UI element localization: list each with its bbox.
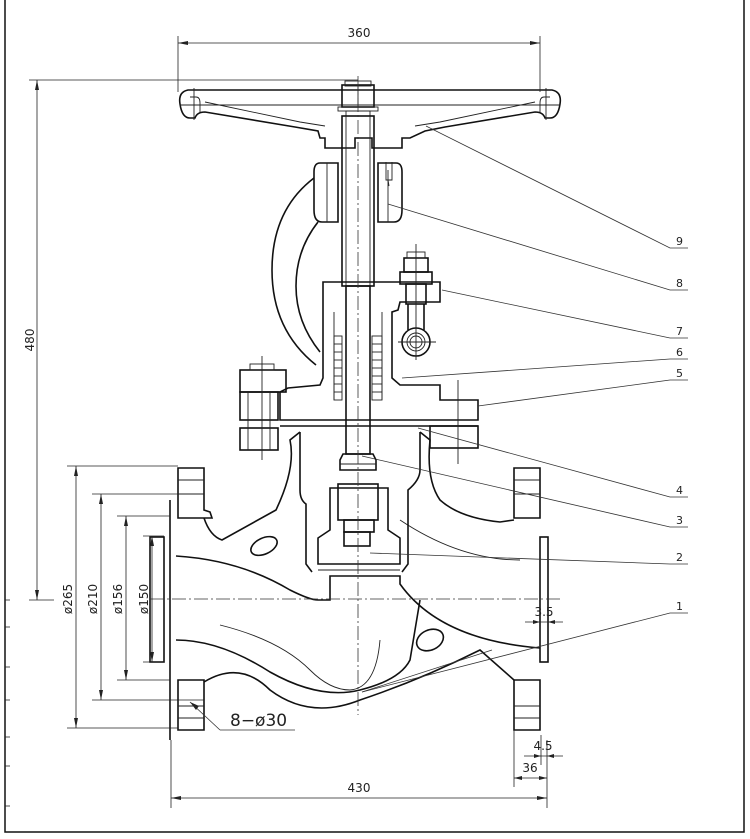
- dim-flange-thickness: 36 4.5: [513, 730, 563, 787]
- drawing-frame: [4, 0, 745, 833]
- dim-phi210: ø210: [86, 584, 100, 614]
- dim-360: 360: [348, 26, 371, 40]
- yoke: [271, 162, 403, 366]
- part-label-9: 9: [676, 235, 683, 248]
- part-leaders: 9 8 7 6 5 4 3 2 1: [361, 125, 688, 693]
- dim-height: 480: [23, 79, 358, 601]
- dim-3-5: 3.5: [534, 605, 553, 619]
- dim-bolt-holes: 8−ø30: [189, 701, 295, 731]
- part-label-1: 1: [676, 600, 683, 613]
- part-label-7: 7: [676, 325, 683, 338]
- dim-4-5: 4.5: [533, 739, 552, 753]
- dim-flange-diameters: ø265 ø210 ø156 ø150: [61, 465, 204, 729]
- handwheel: [178, 80, 562, 149]
- part-label-4: 4: [676, 484, 683, 497]
- dim-430: 430: [348, 781, 371, 795]
- dim-handwheel: 360: [177, 26, 541, 92]
- dim-480: 480: [23, 329, 37, 352]
- part-label-2: 2: [676, 551, 683, 564]
- valve-body: [149, 431, 549, 740]
- frame-ticks: [5, 599, 10, 807]
- dim-36: 36: [522, 761, 537, 775]
- part-label-3: 3: [676, 514, 683, 527]
- part-label-6: 6: [676, 346, 683, 359]
- dim-phi150: ø150: [137, 584, 151, 614]
- dim-phi156: ø156: [111, 584, 125, 614]
- centerlines: [150, 76, 560, 715]
- dim-face-to-face: 430: [170, 740, 548, 808]
- bonnet: [239, 244, 479, 464]
- packing-rings: [333, 335, 383, 401]
- dim-phi265: ø265: [61, 584, 75, 614]
- part-label-5: 5: [676, 367, 683, 380]
- dim-8-phi30: 8−ø30: [230, 711, 287, 731]
- dim-raised-face: 3.5: [525, 605, 563, 624]
- part-label-8: 8: [676, 277, 683, 290]
